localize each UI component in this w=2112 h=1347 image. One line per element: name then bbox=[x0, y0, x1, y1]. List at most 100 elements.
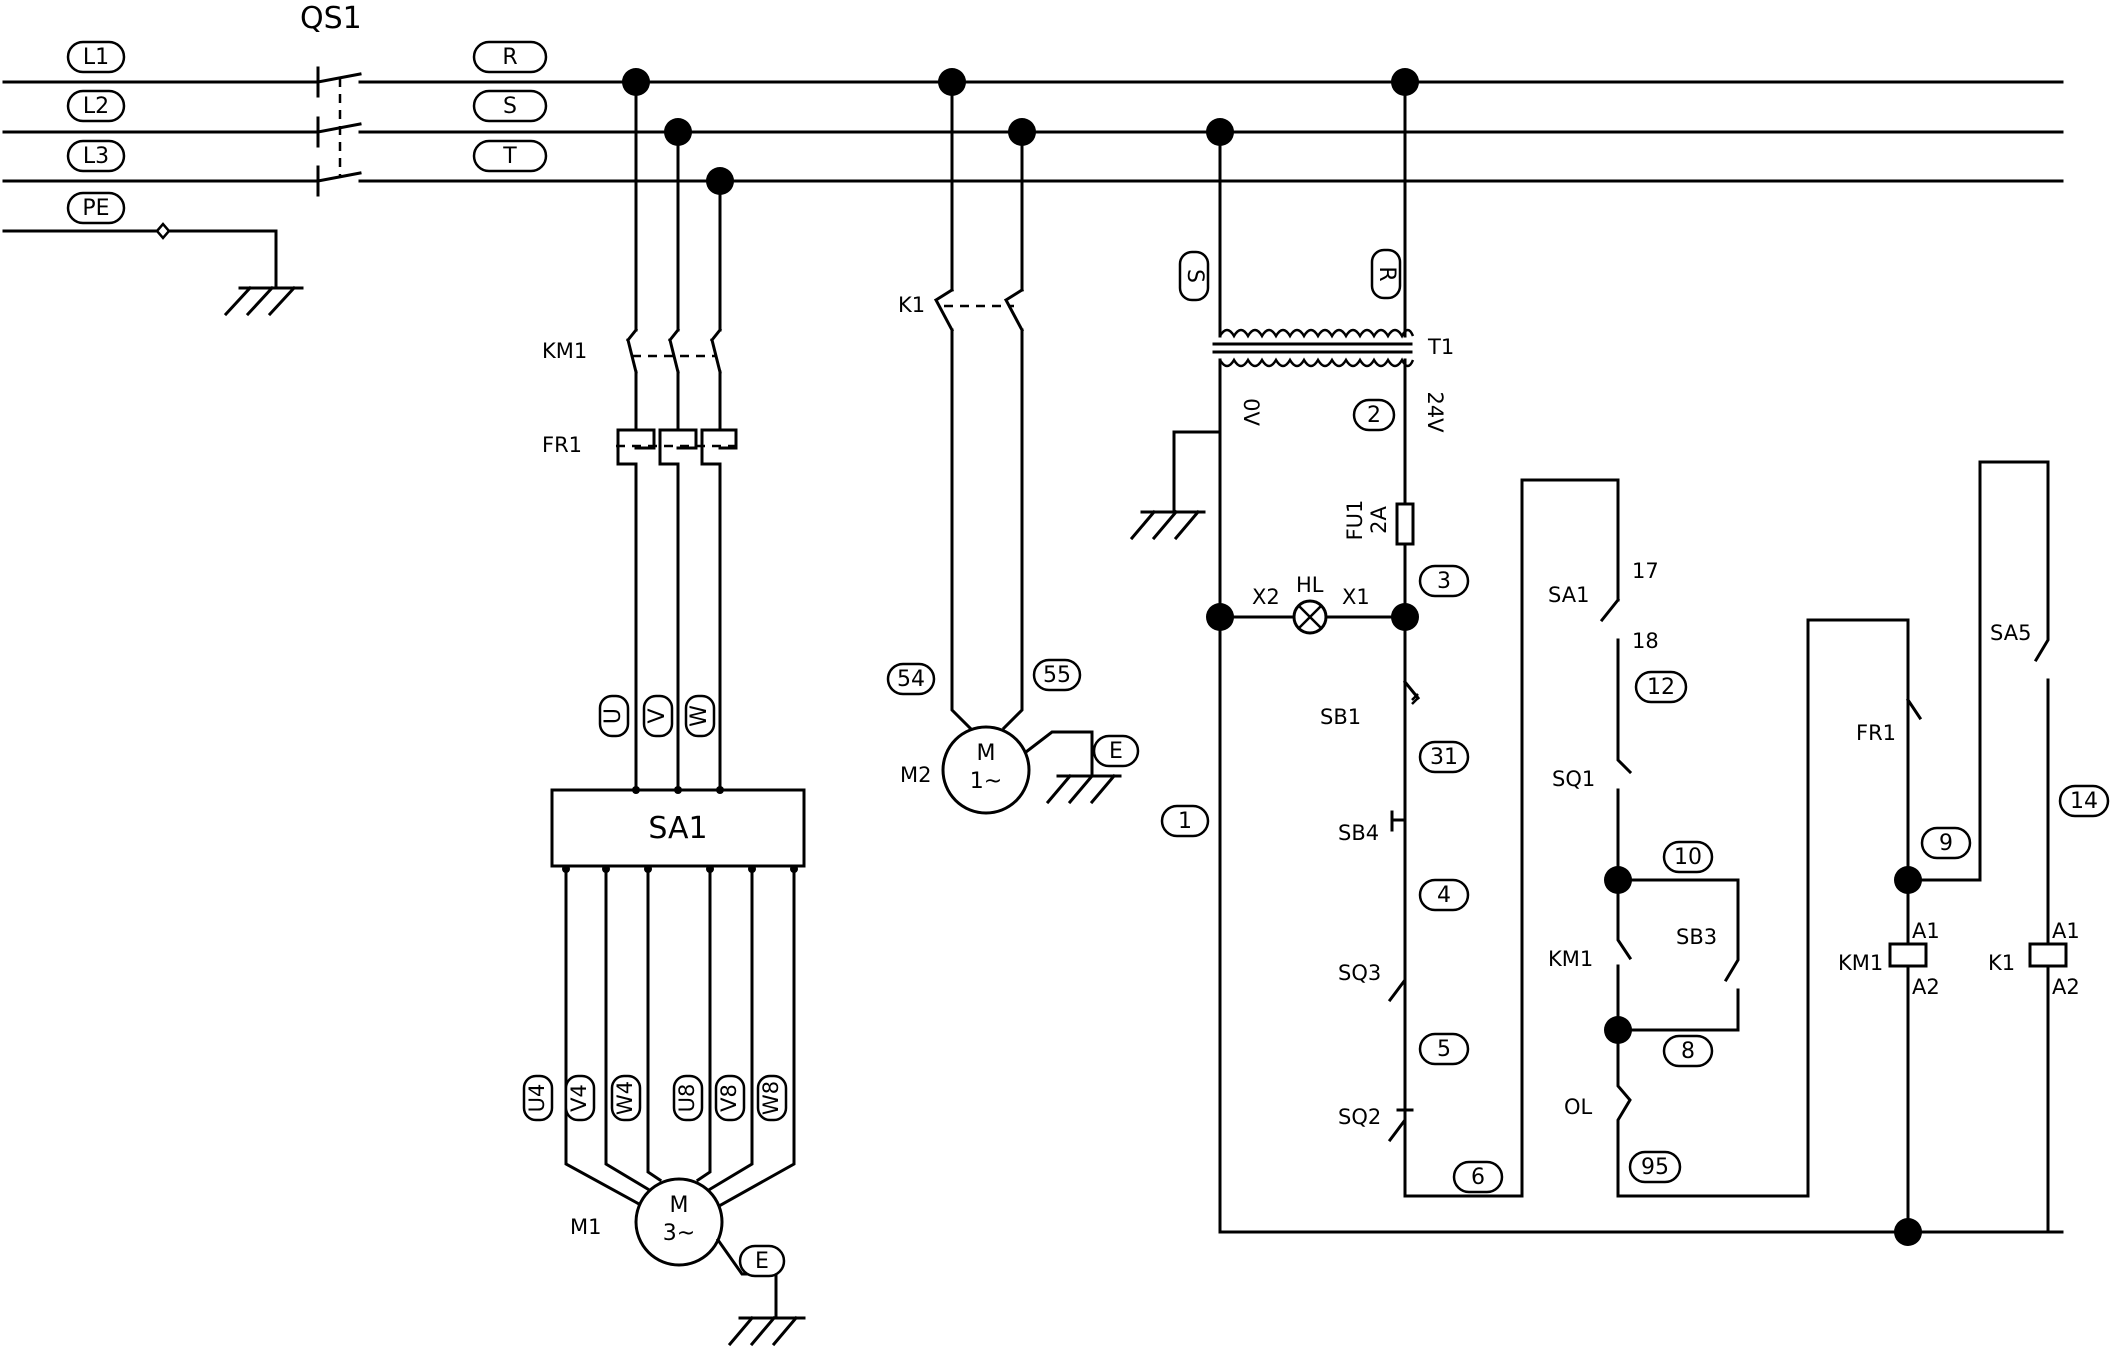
transformer-t1 bbox=[1129, 80, 1415, 1234]
junction-sa1-out-6 bbox=[790, 865, 798, 873]
label-m2: M2 bbox=[900, 763, 931, 787]
label-km1-a1: A1 bbox=[1912, 919, 1940, 943]
label-x2: X2 bbox=[1252, 585, 1280, 609]
tag-W8 bbox=[756, 1074, 788, 1122]
motor-m1 bbox=[634, 1177, 724, 1267]
tag-wire-2 bbox=[1352, 398, 1396, 432]
label-24v: 24V bbox=[1423, 391, 1447, 433]
tag-wire-1 bbox=[1160, 804, 1210, 838]
tag-W4 bbox=[610, 1074, 642, 1122]
motor-m1-rating: 3~ bbox=[663, 1221, 695, 1246]
tag-W bbox=[684, 694, 716, 738]
label-k1-contacts: K1 bbox=[898, 293, 925, 317]
label-sb4: SB4 bbox=[1338, 821, 1379, 845]
tag-wire-31-text: 31 bbox=[1430, 745, 1458, 770]
tag-V4 bbox=[564, 1074, 596, 1122]
label-k1-a1: A1 bbox=[2052, 919, 2080, 943]
label-sa1-pin-18: 18 bbox=[1632, 629, 1659, 653]
junction-sa1-out-1 bbox=[562, 865, 570, 873]
label-fr1-relay: FR1 bbox=[542, 433, 582, 457]
tag-54-text: 54 bbox=[897, 667, 925, 692]
tag-54 bbox=[886, 662, 936, 696]
tag-wire-14-text: 14 bbox=[2070, 789, 2098, 814]
junction-x2 bbox=[1206, 603, 1234, 631]
label-sa1-block: SA1 bbox=[648, 811, 707, 846]
earth-symbol-pe bbox=[223, 285, 304, 317]
tag-L2 bbox=[66, 89, 126, 123]
tag-wire-9 bbox=[1920, 826, 1972, 860]
tag-wire-12 bbox=[1634, 670, 1688, 704]
tag-U-text: U bbox=[601, 708, 626, 724]
m1-winding-tags: U4 V4 W4 U8 V8 W8 bbox=[522, 1074, 788, 1122]
label-sq2: SQ2 bbox=[1338, 1105, 1381, 1129]
m1-earth: E bbox=[715, 1237, 806, 1347]
junction-t1-r bbox=[1391, 68, 1419, 96]
label-sq3: SQ3 bbox=[1338, 961, 1381, 985]
label-sb1: SB1 bbox=[1320, 705, 1361, 729]
tag-wire-8 bbox=[1662, 1034, 1714, 1068]
tag-wire-5-text: 5 bbox=[1437, 1037, 1451, 1062]
tag-e-m2 bbox=[1092, 734, 1140, 768]
junction-m1-t bbox=[706, 167, 734, 195]
lamp-hl-line bbox=[1218, 599, 1407, 635]
junction-return-bus bbox=[1894, 1218, 1922, 1246]
junction-m2-s bbox=[1008, 118, 1036, 146]
tag-V bbox=[642, 694, 674, 738]
m2-power-circuit bbox=[933, 80, 1025, 731]
main-busbars bbox=[2, 66, 2064, 290]
junction-w8 bbox=[1604, 1016, 1632, 1044]
tag-W-text: W bbox=[687, 705, 712, 727]
tag-wire-4 bbox=[1418, 878, 1470, 912]
junction-m1-r bbox=[622, 68, 650, 96]
m1-power-circuit bbox=[616, 80, 738, 792]
m1-winding-leads bbox=[562, 864, 798, 1213]
tag-wire-6 bbox=[1452, 1160, 1504, 1194]
junction-sa1-out-2 bbox=[602, 865, 610, 873]
tag-W8-text: W8 bbox=[759, 1081, 783, 1115]
label-km1-aux: KM1 bbox=[1548, 947, 1593, 971]
label-sa1-switch: SA1 bbox=[1548, 583, 1589, 607]
tag-R-text: R bbox=[502, 45, 517, 70]
tag-wire-6-text: 6 bbox=[1471, 1165, 1485, 1190]
label-ol: OL bbox=[1564, 1095, 1593, 1119]
junction-sa1-out-3 bbox=[644, 865, 652, 873]
coil-km1 bbox=[1888, 942, 1928, 968]
tag-55 bbox=[1032, 658, 1082, 692]
junction-sa1-w bbox=[716, 786, 724, 794]
coil-k1 bbox=[2028, 942, 2068, 968]
label-m1: M1 bbox=[570, 1215, 601, 1239]
label-km1-a2: A2 bbox=[1912, 975, 1940, 999]
tag-wire-10-text: 10 bbox=[1674, 845, 1702, 870]
control-column-stop-chain bbox=[1387, 478, 1620, 1198]
tag-T-text: T bbox=[502, 144, 517, 169]
tag-R bbox=[472, 40, 548, 74]
junction-sa1-u bbox=[632, 786, 640, 794]
label-fr1-nc: FR1 bbox=[1856, 721, 1896, 745]
tag-wire-10 bbox=[1662, 840, 1714, 874]
tag-V-text: V bbox=[645, 708, 670, 723]
tag-wire-95 bbox=[1628, 1150, 1682, 1184]
tag-wire-3-text: 3 bbox=[1437, 569, 1451, 594]
tag-55-text: 55 bbox=[1043, 663, 1071, 688]
label-qs1: QS1 bbox=[300, 1, 362, 36]
tag-wire-2-text: 2 bbox=[1367, 403, 1381, 428]
label-sa1-pin-17: 17 bbox=[1632, 559, 1659, 583]
tag-e-m1-text: E bbox=[755, 1249, 769, 1274]
tag-t1-r-text: R bbox=[1374, 266, 1399, 281]
tag-wire-5 bbox=[1418, 1032, 1470, 1066]
junction-sa1-out-4 bbox=[706, 865, 714, 873]
control-column-sa1 bbox=[1599, 597, 1910, 1234]
junction-m2-r bbox=[938, 68, 966, 96]
tag-U4 bbox=[522, 1074, 554, 1122]
tag-L1-text: L1 bbox=[83, 45, 109, 70]
label-hl: HL bbox=[1296, 573, 1324, 597]
tag-wire-9-text: 9 bbox=[1939, 831, 1953, 856]
junction-w10 bbox=[1604, 866, 1632, 894]
tag-wire-1-text: 1 bbox=[1178, 809, 1192, 834]
tag-S-text: S bbox=[503, 94, 517, 119]
tag-wire-95-text: 95 bbox=[1641, 1155, 1669, 1180]
tag-PE bbox=[66, 191, 126, 225]
label-sa5: SA5 bbox=[1990, 621, 2031, 645]
label-km1-coil: KM1 bbox=[1838, 951, 1883, 975]
